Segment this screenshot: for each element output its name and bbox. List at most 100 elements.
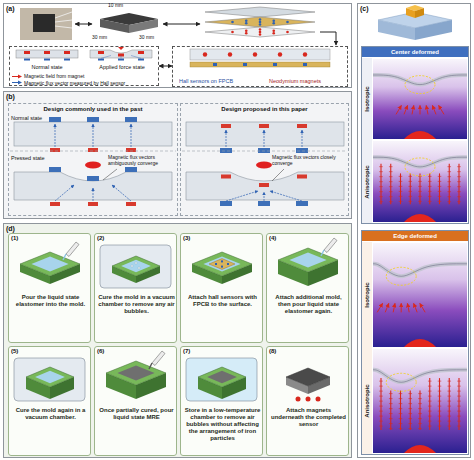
particle-chain: [389, 408, 393, 409]
particle-chain: [379, 166, 383, 167]
particle-chain: [419, 391, 420, 431]
flux-vector: [55, 185, 74, 201]
particle-chain: [428, 381, 432, 382]
particle-chain: [447, 386, 451, 387]
layer-dot: [272, 22, 275, 25]
particle-chain: [379, 391, 383, 392]
particle-chain: [408, 398, 412, 399]
layer-dot: [259, 23, 262, 26]
pipette: [324, 238, 337, 253]
particle-chain: [447, 416, 451, 417]
panel-label: (b): [6, 93, 15, 101]
state-caption: Applied force state: [86, 64, 158, 70]
particle-chain: [379, 381, 383, 382]
hall-sensor: [44, 59, 50, 61]
surface-edge: [373, 370, 467, 382]
mold-top: [20, 252, 80, 276]
field-vector: [439, 105, 444, 114]
air-bubble: [138, 267, 140, 269]
magnet: [138, 51, 144, 54]
magnet: [316, 397, 321, 402]
sensor-photo: [20, 8, 72, 40]
particle-chain: [438, 191, 442, 192]
panel-label: (d): [6, 225, 15, 233]
layer-dot: [231, 31, 234, 34]
magnet: [50, 202, 60, 206]
flux-vector: [112, 185, 131, 201]
double-arrow: [75, 24, 92, 25]
particle-chain: [457, 416, 461, 417]
particle-chain: [389, 196, 393, 197]
magnet: [88, 202, 98, 206]
particle-chain: [457, 406, 461, 407]
particle-chain: [438, 406, 442, 407]
particle-chain: [457, 381, 461, 382]
particle-chain: [408, 201, 412, 202]
flux-vector: [264, 192, 265, 201]
fpcb: [209, 259, 235, 270]
indenter: [406, 8, 415, 18]
particle-chain: [457, 426, 461, 427]
label-strip: [362, 58, 372, 223]
particle-chain: [399, 393, 403, 394]
hall-sensor: [138, 59, 144, 61]
hall-sensor: [221, 266, 223, 268]
mold-top: [26, 367, 74, 387]
particle-chain: [379, 401, 383, 402]
particle-chain: [408, 423, 412, 424]
particle-chain: [438, 391, 442, 392]
particle-chain: [428, 421, 432, 422]
flux-vector: [226, 191, 258, 201]
hall-sensor: [296, 201, 308, 206]
layer-dot: [245, 19, 248, 22]
flux-vector: [121, 56, 122, 59]
particle-chain: [389, 171, 393, 172]
pipette: [152, 351, 165, 366]
particle-chain: [379, 406, 383, 407]
layer-dot: [286, 21, 289, 24]
air-bubble: [131, 265, 133, 267]
deformed-surface: [373, 370, 467, 382]
layer-dot: [286, 31, 289, 34]
magnet: [221, 175, 231, 179]
elastomer: [190, 49, 330, 60]
particle-chain: [428, 396, 432, 397]
double-arrow: [159, 66, 172, 67]
particle-chain: [447, 426, 451, 427]
part-caption: Hall sensors on FPCB: [179, 78, 265, 84]
exploded-layer: [205, 7, 315, 17]
layer-dot: [259, 28, 262, 31]
step-ground: [266, 233, 349, 343]
leader-line: [103, 169, 117, 180]
magnet: [404, 445, 436, 453]
layer-dot: [245, 22, 248, 25]
panel-ground: [3, 223, 352, 458]
particle-chain: [379, 196, 383, 197]
particle-chain: [390, 391, 391, 431]
chamber: [186, 358, 257, 401]
particle-chain: [418, 408, 422, 409]
process-step: (3)Attach hall sensors with FPCB to the …: [180, 233, 263, 343]
particle-chain: [419, 173, 420, 204]
particle-chain: [438, 201, 442, 202]
deformed-surface: [373, 75, 467, 85]
wire: [55, 20, 72, 22]
field-map: [373, 59, 467, 139]
magnet: [221, 124, 231, 128]
particle-chain: [399, 186, 403, 187]
particle-chain: [379, 181, 383, 182]
row-separator: [182, 151, 347, 152]
magnet: [126, 148, 136, 152]
step-ground: [94, 233, 177, 343]
particle-chain: [389, 191, 393, 192]
air-bubble: [135, 262, 137, 264]
section-heading: Edge deformed: [362, 231, 468, 241]
particle-chain: [389, 413, 393, 414]
layer-dot: [272, 29, 275, 32]
hall-sensor: [98, 59, 104, 61]
particle-chain: [457, 396, 461, 397]
particle-chain: [438, 411, 442, 412]
particle-chain: [447, 381, 451, 382]
elastomer: [186, 172, 344, 200]
particle-chain: [447, 171, 451, 172]
